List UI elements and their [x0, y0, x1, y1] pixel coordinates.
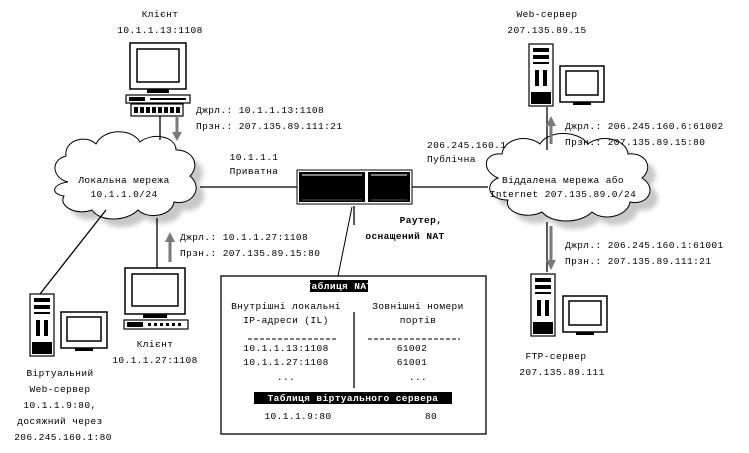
nat-col-left-header-2: IP-адреси (IL): [243, 315, 328, 326]
virtual-server-public-address: 206.245.160.1:80: [14, 432, 112, 443]
public-interface-label: Публічна: [427, 154, 476, 165]
link-lan-to-virtual-server: [39, 209, 107, 295]
web-server-address: 207.135.89.15: [507, 25, 586, 36]
remote-network-cloud: Віддалена мережа або Internet 207.135.89…: [486, 133, 659, 229]
nat-table-title-bar: [310, 280, 368, 292]
top-client-packet-source: Джрл.: 10.1.1.13:1108: [196, 105, 324, 116]
bottom-client-label: Клієнт: [137, 339, 174, 350]
nat-col-right-header-1: Зовнішні номери: [372, 301, 464, 312]
web-server-computer: [528, 43, 605, 107]
bottom-client-arrow: [165, 232, 175, 262]
web-server-label: Web-сервер: [516, 9, 577, 20]
virtual-server-reach-label: досяжний через: [17, 416, 102, 427]
top-client-address: 10.1.1.13:1108: [117, 25, 202, 36]
nat-row-1-local: 10.1.1.13:1108: [243, 343, 328, 354]
local-network-subnet: 10.1.1.0/24: [90, 189, 157, 200]
remote-network-label: Віддалена мережа або: [502, 175, 624, 186]
virtual-server-type: Web-сервер: [29, 384, 90, 395]
ftp-packet-destination: Прзн.: 207.135.89.111:21: [565, 256, 711, 267]
virtual-table-title: Таблиця віртуального сервера: [268, 393, 439, 404]
ftp-server-address: 207.135.89.111: [519, 367, 604, 378]
nat-col-left-header-1: Внутрішні локальні: [231, 301, 341, 312]
nat-row-1-port: 61002: [397, 343, 428, 354]
nat-row-3-port: ...: [409, 372, 427, 383]
local-network-cloud: Локальна мережа 10.1.1.0/24: [54, 131, 205, 227]
nat-col-right-header-2: портів: [400, 315, 437, 326]
top-client-computer: [125, 42, 191, 117]
web-packet-destination: Прзн.: 207.135.89.15:80: [565, 137, 705, 148]
virtual-server-title: Віртуальний: [26, 368, 93, 379]
virtual-server-address: 10.1.1.9:80,: [23, 400, 96, 411]
nat-row-2-port: 61001: [397, 357, 428, 368]
ftp-server-label: FTP-сервер: [525, 351, 586, 362]
web-packet-source: Джрл.: 206.245.160.6:61002: [565, 121, 724, 132]
bottom-client-packet-source: Джрл.: 10.1.1.27:1108: [180, 232, 308, 243]
public-interface-address: 206.245.160.1: [427, 140, 506, 151]
top-client-arrow: [172, 116, 182, 141]
virtual-table-local: 10.1.1.9:80: [264, 411, 331, 422]
ftp-packet-source: Джрл.: 206.245.160.1:61001: [565, 240, 724, 251]
nat-table: Таблиця NAT Внутрішні локальні IP-адреси…: [220, 275, 487, 435]
router-title: Раутер,: [400, 215, 443, 226]
top-client-label: Клієнт: [142, 9, 179, 20]
remote-network-subnet: Internet 207.135.89.0/24: [490, 189, 636, 200]
ftp-server-computer: [530, 273, 608, 337]
nat-row-3-local: ...: [277, 372, 295, 383]
virtual-server-computer: [29, 293, 108, 357]
link-router-to-nat-table: [337, 206, 353, 277]
bottom-client-computer: [123, 267, 189, 330]
top-client-packet-destination: Прзн.: 207.135.89.111:21: [196, 121, 342, 132]
web-server-arrow: [546, 116, 556, 144]
private-interface-label: Приватна: [230, 166, 279, 177]
ftp-arrow: [546, 226, 556, 270]
router-device: [296, 169, 413, 205]
nat-table-title: Таблиця NAT: [305, 281, 372, 292]
virtual-table-title-bar: [254, 392, 452, 404]
router-subtitle: оснащений NAT: [365, 231, 444, 242]
bottom-client-packet-destination: Прзн.: 207.135.89.15:80: [180, 248, 320, 259]
nat-row-2-local: 10.1.1.27:1108: [243, 357, 328, 368]
virtual-table-port: 80: [425, 411, 437, 422]
local-network-label: Локальна мережа: [77, 175, 170, 186]
private-interface-address: 10.1.1.1: [230, 152, 279, 163]
bottom-client-address: 10.1.1.27:1108: [112, 355, 197, 366]
network-links: [39, 107, 548, 295]
